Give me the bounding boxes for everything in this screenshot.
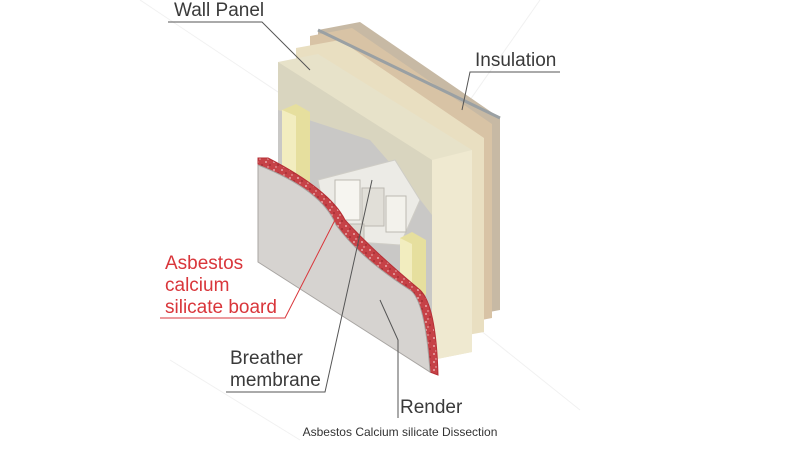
label-asbestos-line2: calcium (165, 275, 230, 296)
leader-breather (226, 179, 373, 393)
leader-asbestos (160, 219, 336, 319)
label-breather-line1: Breather (230, 348, 303, 369)
leader-lines (160, 21, 560, 418)
leader-insulation (461, 71, 560, 111)
leader-render (379, 299, 399, 418)
leader-wall-panel (168, 21, 311, 71)
label-asbestos-line1: Asbestos (165, 253, 244, 274)
label-insulation: Insulation (475, 50, 557, 71)
render-face (257, 164, 431, 373)
label-asbestos-line3: silicate board (165, 297, 277, 318)
label-breather-line2: membrane (230, 370, 321, 391)
label-wall-panel: Wall Panel (174, 0, 265, 21)
figure-caption: Asbestos Calcium silicate Dissection (302, 425, 498, 439)
label-render: Render (400, 397, 463, 418)
